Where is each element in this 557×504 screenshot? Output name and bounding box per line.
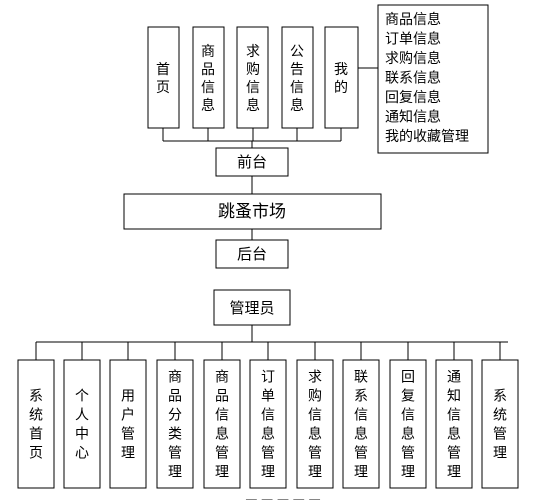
admin-module-label: 商品分类管理 [168,370,182,481]
front-module-label: 我的 [334,62,348,96]
front-module-label: 商品信息 [201,44,215,114]
admin-module-box [342,359,380,489]
admin-module-box [203,359,241,489]
front-module-box-home [147,26,180,129]
front-module-box-goods [192,26,225,129]
admin-module-box [109,359,147,489]
admin-module-label: 通知信息管理 [447,370,461,481]
root-label: 跳蚤市场 [218,202,286,222]
back-label: 后台 [237,245,267,263]
admin-module-box [17,359,55,489]
admin-module-box [481,359,519,489]
my-submenu-item: 订单信息 [385,31,441,48]
admin-module-label: 用户管理 [121,389,135,462]
my-submenu-box [377,4,489,154]
admin-box [213,289,291,326]
admin-module-label: 系统首页 [29,389,43,462]
front-label: 前台 [237,153,267,171]
my-submenu-item: 联系信息 [385,70,441,87]
front-box [215,147,289,177]
admin-module-box [156,359,194,489]
root-box [123,193,382,230]
admin-module-label: 系统管理 [493,389,507,462]
front-module-box-mine [324,26,359,129]
my-submenu-item: 回复信息 [385,89,441,106]
admin-module-label: 个人中心 [75,389,89,462]
front-module-label: 求购信息 [246,44,260,114]
my-submenu-item: 求购信息 [385,50,441,67]
admin-module-box [296,359,334,489]
admin-module-box [435,359,473,489]
admin-module-box [63,359,101,489]
admin-module-box [389,359,427,489]
front-module-label: 首页 [156,62,170,96]
front-module-label: 公告信息 [290,44,304,114]
caption-fragment: — — — — — [245,492,320,500]
front-module-box-notice [281,26,314,129]
back-box [215,239,289,269]
admin-module-label: 回复信息管理 [401,370,415,481]
admin-module-box [249,359,287,489]
admin-label: 管理员 [229,299,274,317]
my-submenu-item: 我的收藏管理 [385,129,469,145]
my-submenu-item: 通知信息 [385,109,441,126]
admin-module-label: 商品信息管理 [215,370,229,481]
my-submenu-item: 商品信息 [385,11,441,28]
front-module-box-wanted [236,26,269,129]
admin-module-label: 订单信息管理 [261,370,275,481]
front-connectors [36,67,508,343]
admin-module-label: 联系信息管理 [354,370,368,481]
admin-module-label: 求购信息管理 [308,370,322,481]
